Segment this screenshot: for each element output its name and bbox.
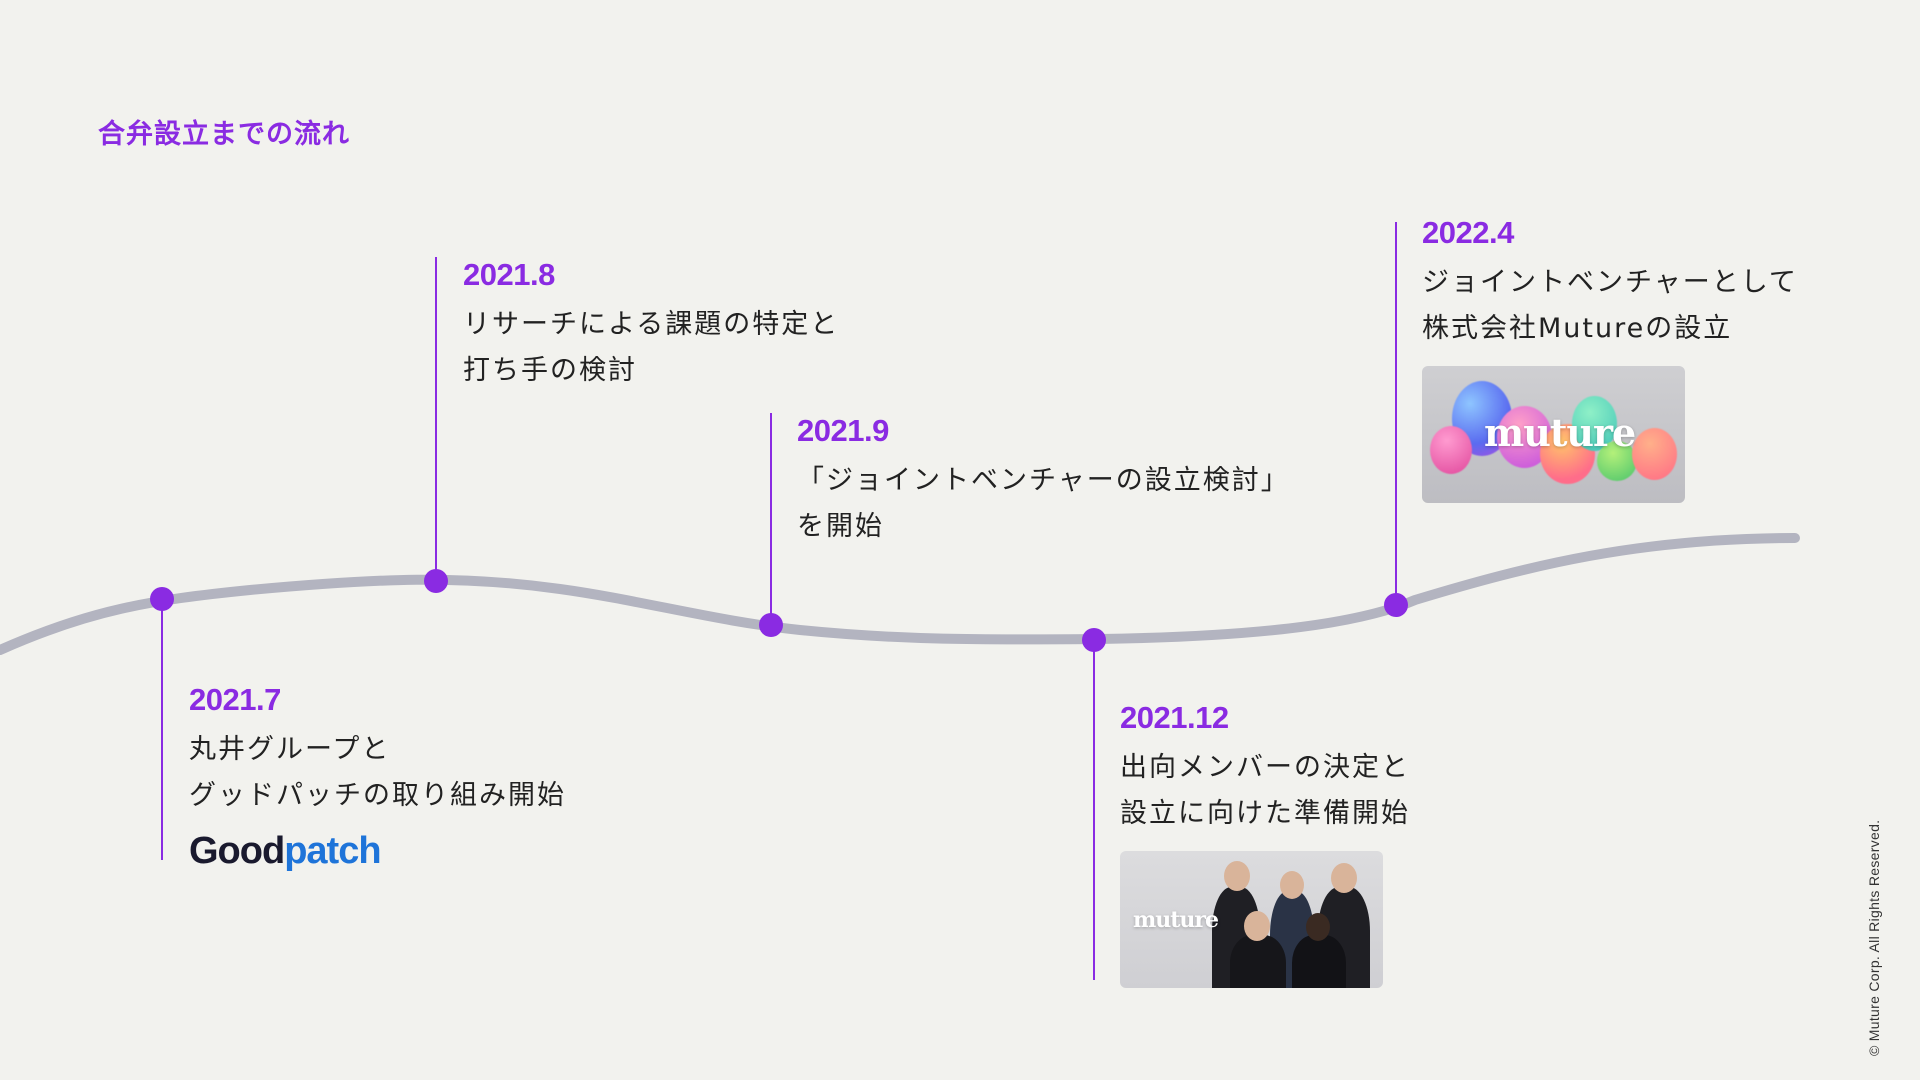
timeline-event-2021-8: 2021.8 リサーチによる課題の特定と 打ち手の検討: [463, 258, 839, 394]
team-member-head: [1224, 861, 1250, 891]
event-date: 2021.8: [463, 257, 555, 292]
event-description-line: 株式会社Mutureの設立: [1422, 313, 1733, 344]
team-member-head: [1244, 911, 1270, 941]
milestone-dot-2021-9: [759, 613, 783, 637]
muture-wordmark: muture: [1133, 907, 1219, 933]
decorative-blob: [1430, 426, 1472, 474]
event-description-line: を開始: [797, 511, 884, 542]
milestone-dot-2021-7: [150, 587, 174, 611]
event-description-line: ジョイントベンチャーとして: [1422, 267, 1798, 298]
milestone-dot-2022-4: [1384, 593, 1408, 617]
event-description-line: リサーチによる課題の特定と: [463, 309, 840, 340]
event-description: 丸井グループと グッドパッチの取り組み開始: [189, 727, 566, 819]
decorative-blob: [1597, 441, 1637, 481]
milestone-dot-2021-12: [1082, 628, 1106, 652]
goodpatch-logo-text-part2: patch: [284, 830, 381, 872]
timeline-event-2021-12: 2021.12 出向メンバーの決定と 設立に向けた準備開始 muture: [1120, 701, 1410, 988]
event-description: リサーチによる課題の特定と 打ち手の検討: [463, 302, 839, 394]
event-description-line: グッドパッチの取り組み開始: [189, 780, 566, 811]
goodpatch-logo-text-part1: Good: [189, 830, 285, 872]
event-description: 出向メンバーの決定と 設立に向けた準備開始: [1120, 745, 1410, 837]
milestone-dot-2021-8: [424, 569, 448, 593]
event-date: 2021.12: [1120, 700, 1229, 735]
event-date: 2021.7: [189, 682, 281, 717]
event-description-line: 「ジョイントベンチャーの設立検討」: [797, 465, 1290, 496]
timeline-curve: [0, 533, 1800, 655]
muture-visual: muture: [1422, 366, 1685, 503]
team-member-head: [1306, 913, 1330, 941]
event-date: 2021.9: [797, 413, 889, 448]
event-description-line: 設立に向けた準備開始: [1120, 798, 1410, 829]
copyright-notice: © Muture Corp. All Rights Reserved.: [1866, 819, 1882, 1056]
team-photo: muture: [1120, 851, 1383, 988]
event-date: 2022.4: [1422, 215, 1514, 250]
muture-wordmark: muture: [1484, 410, 1636, 455]
event-description-line: 出向メンバーの決定と: [1120, 752, 1410, 783]
event-description-line: 打ち手の検討: [463, 355, 637, 386]
decorative-blob: [1632, 428, 1677, 480]
timeline-event-2021-7: 2021.7 丸井グループと グッドパッチの取り組み開始 Goodpatch: [189, 683, 566, 877]
event-description: 「ジョイントベンチャーの設立検討」 を開始: [797, 458, 1290, 550]
timeline-event-2021-9: 2021.9 「ジョイントベンチャーの設立検討」 を開始: [797, 414, 1290, 550]
event-description: ジョイントベンチャーとして 株式会社Mutureの設立: [1422, 260, 1798, 352]
event-description-line: 丸井グループと: [189, 734, 391, 765]
team-member-head: [1280, 871, 1304, 899]
timeline-event-2022-4: 2022.4 ジョイントベンチャーとして 株式会社Mutureの設立 mutur…: [1422, 216, 1798, 503]
team-member-figure: [1230, 935, 1286, 988]
page-title: 合弁設立までの流れ: [98, 119, 350, 150]
team-member-head: [1331, 863, 1357, 893]
goodpatch-logo: Goodpatch: [189, 829, 566, 877]
team-member-figure: [1292, 935, 1346, 988]
